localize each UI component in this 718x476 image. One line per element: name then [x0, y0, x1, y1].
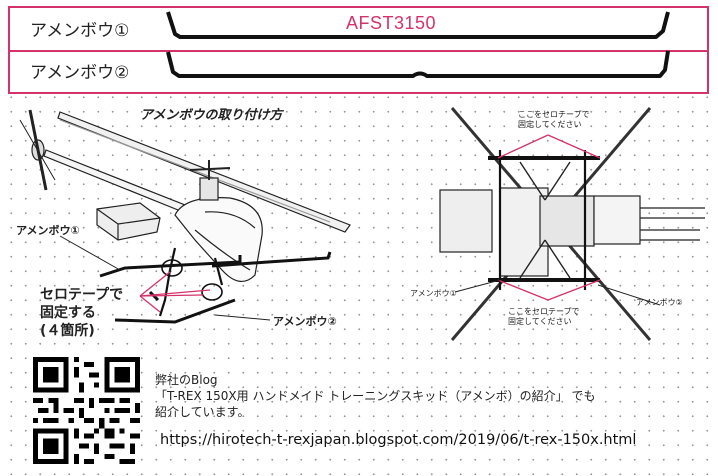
helicopter-side-view — [19, 109, 351, 324]
right-tape-markers — [497, 134, 601, 301]
right-callout1-line — [454, 279, 501, 293]
blog-line2: 「T-REX 150X用 ハンドメイド トレーニングスキッド（アメンボ）の紹介」… — [155, 389, 596, 403]
left-callout2-line — [214, 314, 271, 321]
tape-arrows — [139, 271, 211, 313]
skid2-bar — [166, 50, 670, 78]
tape-note-bottom: ここをセロテープで 固定してください — [508, 307, 580, 327]
helicopter-top-view — [439, 107, 705, 341]
tape-instruction: セロテープで 固定する (４箇所) — [40, 286, 123, 340]
mounting-title: アメンボウの取り付け方 — [140, 108, 283, 123]
blog-line3: 紹介しています。 — [155, 405, 250, 419]
left-callout-skid2: アメンボウ② — [273, 315, 337, 328]
tape-note-top: ここをセロテープで 固定してください — [518, 110, 590, 130]
skid1-bar — [166, 11, 670, 39]
blog-note: 弊社のBlog 「T-REX 150X用 ハンドメイド トレーニングスキッド（ア… — [155, 372, 596, 420]
tape-note-top-line1: ここをセロテープで — [518, 110, 590, 119]
tape-note-bottom-line2: 固定してください — [508, 317, 572, 326]
skid1-label: アメンボウ① — [30, 21, 130, 41]
right-callout2-line — [597, 284, 661, 306]
right-callout-skid1: アメンボウ① — [410, 289, 457, 298]
tape-note-bottom-line1: ここをセロテープで — [508, 307, 580, 316]
right-callout-skid2: アメンボウ② — [636, 298, 683, 307]
tape-note-top-line2: 固定してください — [518, 120, 582, 129]
blog-url-link[interactable]: https://hirotech-t-rexjapan.blogspot.com… — [160, 432, 637, 448]
box-divider — [10, 50, 707, 52]
qr-code-icon — [33, 357, 140, 464]
product-code: AFST3150 — [346, 13, 437, 33]
left-callout-skid1: アメンボウ① — [16, 224, 80, 237]
left-callout1-line — [59, 235, 121, 271]
skid-label-box: アメンボウ① アメンボウ② AFST3150 — [8, 6, 709, 94]
skid2-label: アメンボウ② — [30, 63, 130, 83]
qr-code-graphic — [33, 357, 140, 464]
tape-line1: セロテープで — [40, 287, 124, 303]
tape-line2: 固定する — [40, 305, 96, 321]
blog-line1: 弊社のBlog — [155, 373, 218, 387]
tape-line3: (４箇所) — [40, 323, 95, 339]
